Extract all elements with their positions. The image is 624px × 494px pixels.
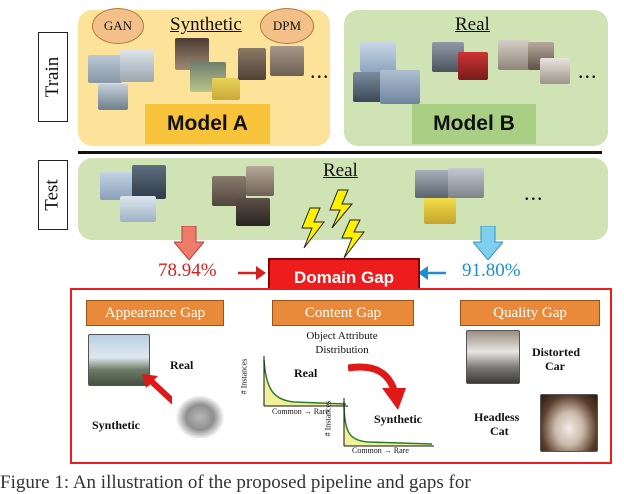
test-car-thumb (415, 170, 449, 198)
domain-gap-label: Domain Gap (293, 268, 395, 287)
synthetic-cat-thumb (270, 46, 304, 76)
model-a-label: Model A (167, 112, 248, 135)
synthetic-plot-y-label: # Instances (323, 400, 333, 437)
synthetic-airplane-thumb (98, 84, 128, 110)
test-airplane-thumb (100, 172, 132, 200)
quality-gap-header: Quality Gap (460, 300, 600, 326)
row-label-train: Train (38, 32, 68, 122)
test-ellipsis: ... (524, 180, 544, 205)
right-to-gap-arrow-icon (418, 266, 446, 280)
real-train-ellipsis: ... (578, 58, 598, 83)
real-plot-y-label: # Instances (239, 358, 249, 395)
lightning-bolt-icon (329, 189, 354, 229)
quality-bottom-line2: Cat (490, 424, 509, 438)
appearance-real-label: Real (170, 358, 194, 372)
test-cat-thumb (246, 166, 274, 196)
real-airplane-thumb (353, 72, 383, 102)
gan-cloud-label: GAN (103, 18, 133, 33)
test-cat-thumb (236, 198, 270, 226)
synthetic-label: Synthetic (170, 14, 242, 35)
real-plot-x-label: Common → Rare (272, 407, 329, 416)
real-airplane-thumb (360, 42, 396, 72)
real-to-synthetic-arrow-icon (348, 363, 406, 410)
row-label-test: Test (38, 160, 68, 230)
headless-cat-photo (540, 394, 598, 452)
right-accuracy: 91.80% (462, 260, 521, 281)
left-down-arrow-icon (174, 226, 204, 260)
real-cat-thumb (540, 58, 570, 84)
real-distribution-plot (263, 356, 348, 407)
quality-bottom-line1: Headless (474, 410, 520, 424)
synthetic-distribution-plot (343, 398, 434, 447)
divider-line (78, 151, 602, 154)
real-cat-thumb (498, 40, 530, 70)
test-car-thumb (424, 198, 456, 224)
real-airplane-thumb (380, 70, 420, 104)
test-car-thumb (448, 168, 484, 198)
appearance-synthetic-label: Synthetic (92, 418, 140, 432)
left-to-gap-arrow-icon (238, 266, 266, 280)
model-b-label: Model B (433, 112, 515, 135)
model-a-box: Model A (145, 104, 270, 144)
row-label-train-text: Train (42, 56, 64, 98)
real-airplane-photo (88, 334, 150, 386)
quality-gap-label: Quality Gap (493, 304, 567, 321)
dpm-cloud-label: DPM (272, 18, 302, 33)
synthetic-airplane-thumb (120, 50, 154, 82)
left-accuracy: 78.94% (158, 260, 217, 281)
synthetic-airplane-thumb (88, 55, 122, 83)
quality-top-line2: Car (545, 359, 565, 373)
appearance-gap-header: Appearance Gap (86, 300, 224, 326)
content-gap-label: Content Gap (304, 304, 382, 321)
test-airplane-thumb (132, 165, 166, 199)
synthetic-ellipsis: ... (310, 58, 330, 83)
model-b-box: Model B (412, 104, 536, 144)
lightning-bolt-icon (301, 207, 326, 249)
content-synthetic-label: Synthetic (374, 412, 422, 426)
synthetic-airplane-render (172, 392, 228, 438)
train-real-label: Real (455, 14, 490, 35)
content-real-label: Real (294, 366, 318, 380)
lightning-bolts (301, 189, 366, 259)
content-subtitle-line1: Object Attribute (306, 330, 378, 342)
distorted-car-photo (466, 330, 520, 384)
synthetic-car-thumb (212, 78, 240, 100)
quality-top-line1: Distorted (532, 345, 580, 359)
test-airplane-thumb (120, 196, 156, 222)
right-down-arrow-icon (473, 226, 503, 260)
real-car-thumb (458, 52, 488, 80)
content-gap-header: Content Gap (272, 300, 414, 326)
synthetic-plot-x-label: Common → Rare (352, 446, 409, 455)
synthetic-cat-thumb (238, 48, 266, 80)
lightning-bolt-icon (341, 219, 366, 259)
row-label-test-text: Test (42, 179, 64, 211)
content-subtitle-line2: Distribution (315, 344, 369, 356)
appearance-gap-label: Appearance Gap (104, 304, 206, 321)
figure-caption: Figure 1: An illustration of the propose… (0, 472, 471, 493)
gan-cloud: GAN (92, 8, 144, 44)
test-real-label: Real (323, 160, 358, 181)
dpm-cloud: DPM (260, 8, 314, 44)
